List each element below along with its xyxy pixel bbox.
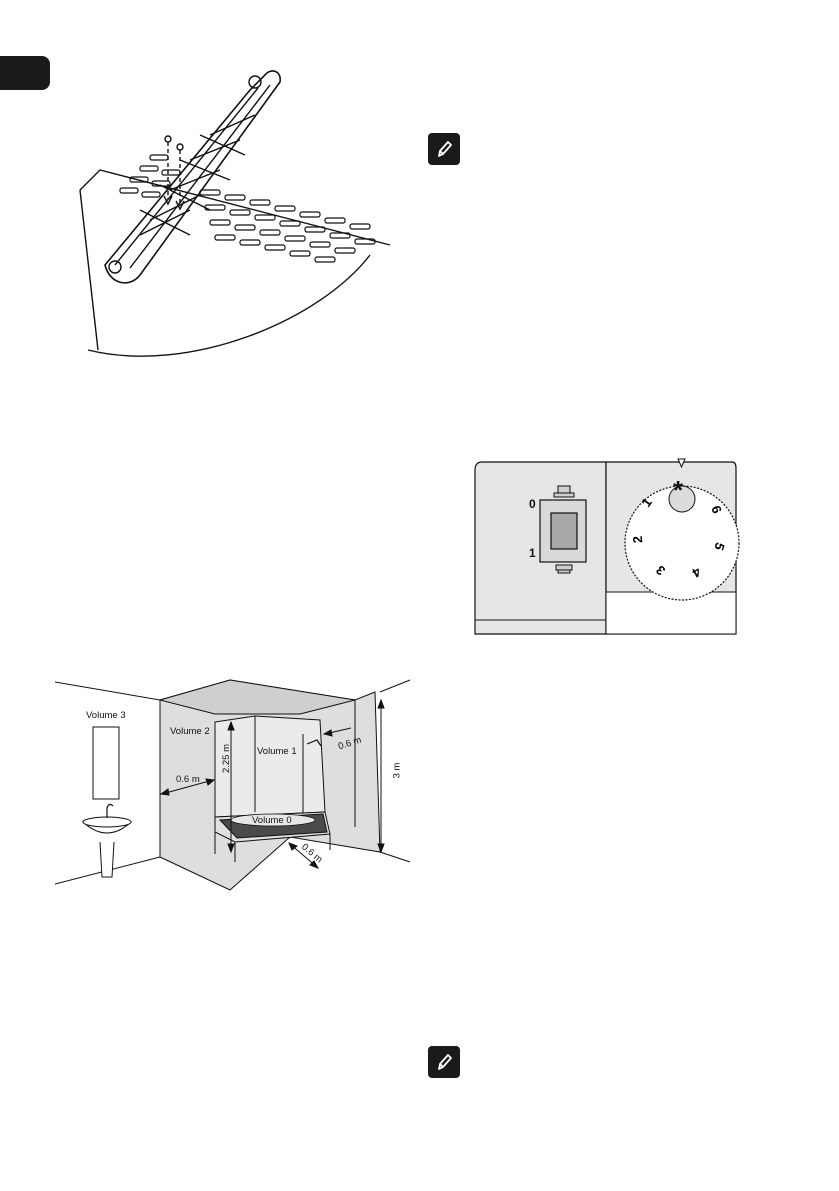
distance-left-label: 0.6 m (176, 774, 200, 785)
switch-off-label: 0 (529, 497, 536, 511)
volume-2-label: Volume 2 (170, 726, 210, 737)
volume-3-label: Volume 3 (86, 710, 126, 721)
control-panel-illustration (474, 458, 740, 636)
height-shower-label: 2.25 m (221, 743, 233, 774)
note-pencil-icon (428, 1046, 460, 1078)
language-tab (0, 56, 50, 90)
switch-on-label: 1 (529, 546, 536, 560)
dial-frost-symbol: * (673, 475, 684, 505)
volume-1-label: Volume 1 (257, 746, 297, 757)
volume-0-label: Volume 0 (252, 815, 292, 826)
dial-number-2: 2 (629, 535, 646, 544)
bathroom-volumes-illustration (55, 672, 415, 894)
bracket-mounting-illustration (70, 60, 400, 360)
note-pencil-icon (428, 133, 460, 165)
height-room-label: 3 m (391, 762, 403, 779)
